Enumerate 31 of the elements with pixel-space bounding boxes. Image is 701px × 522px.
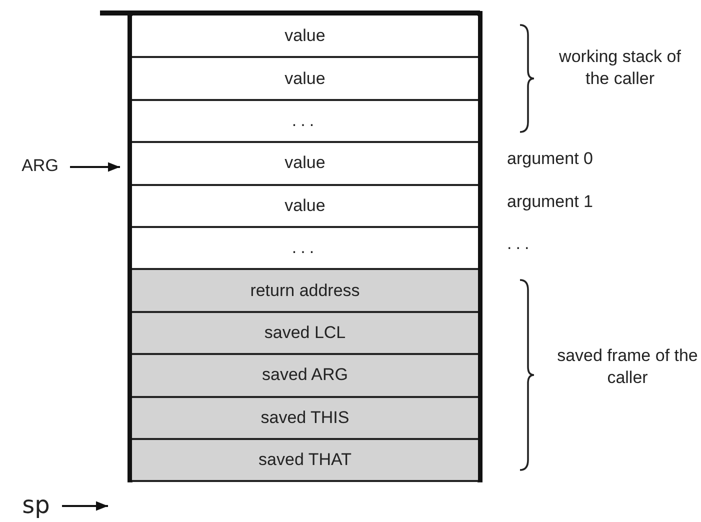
cell-text: value	[284, 196, 326, 216]
cell-text: saved LCL	[264, 322, 346, 343]
stack-cell	[132, 355, 478, 398]
cell-text: value	[284, 68, 326, 89]
stack-cell	[132, 58, 478, 101]
slot-label: argument 0	[507, 148, 594, 170]
stack-cell	[132, 143, 478, 186]
stack-cell	[132, 270, 478, 313]
arrow	[62, 501, 108, 511]
cell-text: value	[284, 153, 326, 174]
stack-cell	[132, 186, 478, 228]
pointer-label: sp	[14, 490, 58, 520]
cell-text: saved THAT	[258, 450, 352, 470]
stack-cell	[132, 228, 478, 270]
brace-label: saved frame of the caller	[556, 345, 699, 389]
cell-text: saved ARG	[262, 365, 348, 386]
cell-text: ...	[292, 110, 318, 131]
stack-cell	[132, 440, 478, 482]
stack-cell	[132, 16, 478, 58]
cell-text: saved THIS	[260, 408, 350, 428]
cell-text: value	[284, 26, 326, 46]
brace-label: working stack of the caller	[558, 46, 682, 90]
stack-cell	[132, 100, 478, 144]
cell-text: ...	[292, 238, 318, 258]
cell-text: return address	[250, 280, 360, 301]
slot-label: ...	[507, 233, 534, 255]
stack-cell	[132, 312, 478, 356]
pointer-label: ARG	[14, 154, 66, 178]
slot-label: argument 1	[507, 191, 594, 213]
stack-cell	[132, 398, 478, 440]
arrow	[70, 162, 120, 172]
